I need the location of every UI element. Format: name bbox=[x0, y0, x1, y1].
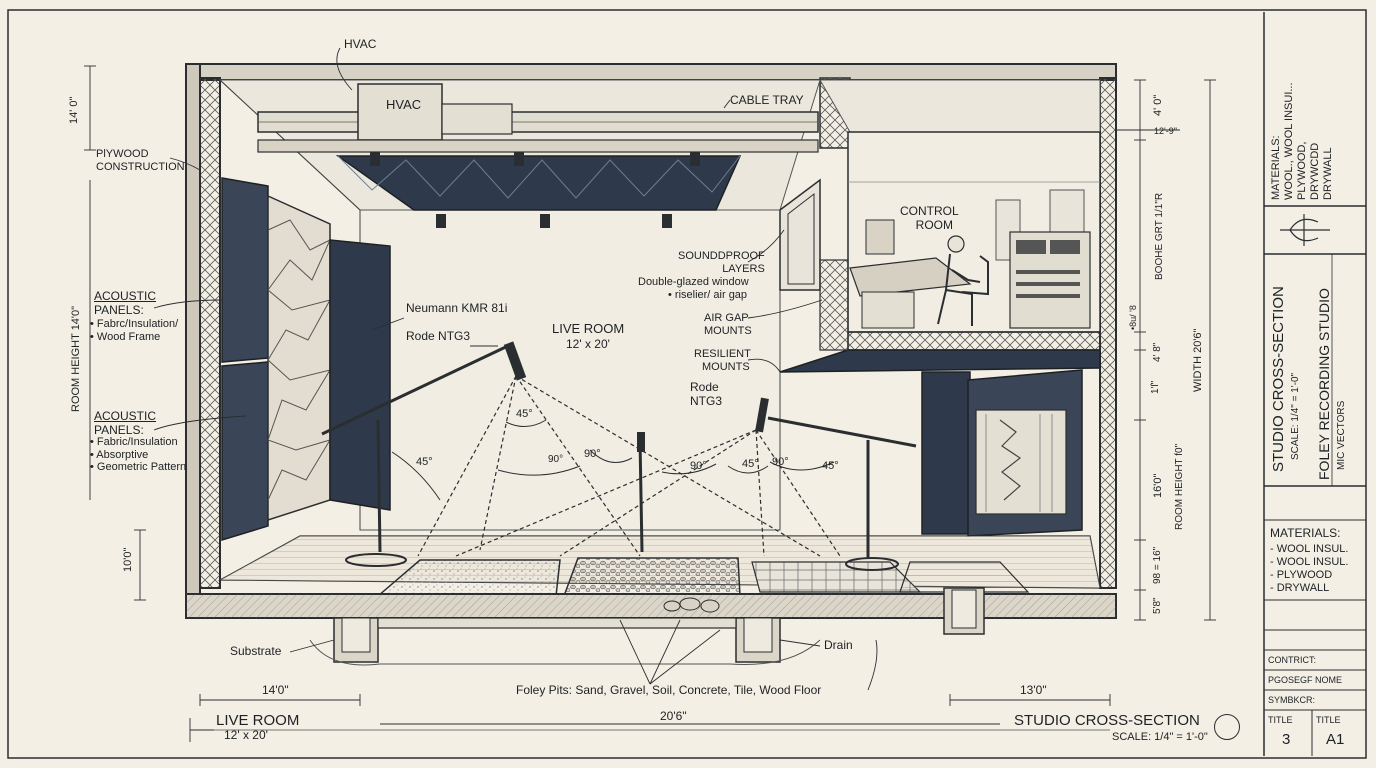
angle-label: 45° bbox=[822, 460, 839, 472]
hvac-callout: HVAC bbox=[344, 37, 377, 51]
acoustic-panels-1-items: • Fabrc/Insulation/• Wood Frame bbox=[90, 318, 179, 343]
angle-label: 45° bbox=[742, 458, 759, 470]
title-label-2: TITLE bbox=[1316, 715, 1341, 725]
dimension-room-height-right: ROOM HEIGHT f0" bbox=[1174, 443, 1185, 530]
dimension-5: 5'8" bbox=[1152, 597, 1163, 614]
cable-tray-label: CABLE TRAY bbox=[730, 93, 804, 107]
materials-vertical: MATERIALS: WOOL., WOOL INSUI... PLYWOOD,… bbox=[1270, 82, 1334, 200]
dimension-booth: BOOHE GRT 1/1"R bbox=[1154, 192, 1165, 280]
section-marker-icon bbox=[1214, 714, 1240, 740]
materials-item: - WOOL INSUL. bbox=[1270, 543, 1349, 555]
sheet-id: A1 bbox=[1326, 731, 1345, 748]
angle-label: 90° bbox=[690, 460, 707, 472]
angle-label: 90° bbox=[584, 448, 601, 460]
sheet-number: 3 bbox=[1282, 731, 1291, 748]
symbol-label: SYMBKCR: bbox=[1268, 695, 1316, 705]
north-arrow-icon bbox=[1280, 214, 1330, 246]
double-glazed-label: Double-glazed window bbox=[638, 276, 749, 288]
rode-left-label: Rode NTG3 bbox=[406, 329, 471, 343]
neumann-mic-label: Neumann KMR 81i bbox=[406, 301, 508, 315]
cross-section-title: STUDIO CROSS-SECTION bbox=[1014, 712, 1200, 729]
dimension-right-top: 4' 0" bbox=[1152, 94, 1164, 116]
live-room-title-size: 12' x 20' bbox=[224, 728, 268, 742]
materials-item: - DRYWALL bbox=[1270, 582, 1330, 594]
foley-title: FOLEY RECORDING STUDIO bbox=[1316, 288, 1332, 480]
dimension-right-label: 13'0" bbox=[1020, 683, 1047, 697]
materials-item: - WOOL INSUL. bbox=[1270, 556, 1349, 568]
angle-label: 90° bbox=[548, 454, 564, 465]
live-room-title: LIVE ROOM bbox=[216, 712, 300, 729]
dimension-16b: 98 = 16" bbox=[1152, 546, 1163, 584]
angle-label: 45° bbox=[516, 408, 533, 420]
studio-scale: SCALE: 1/4" = 1'-0" bbox=[1290, 372, 1301, 460]
contract-label: CONTRICT: bbox=[1268, 655, 1316, 665]
dimension-room-height: ROOM HEIGHT 14'0" bbox=[70, 305, 82, 412]
riselier-label: • riselier/ air gap bbox=[668, 289, 748, 301]
live-room-size: 12' x 20' bbox=[566, 337, 610, 351]
materials-item: - PLYWOOD bbox=[1270, 569, 1333, 581]
title-label-1: TITLE bbox=[1268, 715, 1293, 725]
materials-list: - WOOL INSUL. - WOOL INSUL. - PLYWOOD - … bbox=[1270, 543, 1348, 595]
acoustic-panels-2-items: • Fabric/Insulation• Absorptive• Geometr… bbox=[90, 436, 187, 474]
live-room-label: LIVE ROOM bbox=[552, 321, 625, 336]
materials-heading: MATERIALS: bbox=[1270, 526, 1341, 540]
hvac-box-label: HVAC bbox=[386, 97, 422, 112]
dimension-width: WIDTH 20'6" bbox=[1192, 328, 1204, 392]
cross-section-scale: SCALE: 1/4" = 1'-0" bbox=[1112, 731, 1208, 743]
angle-label: 45° bbox=[416, 456, 433, 468]
designer-label: PGOSEGF NOME bbox=[1268, 675, 1343, 685]
dimension-left-label: 14'0" bbox=[262, 683, 289, 697]
dimension-left-top: 14' 0" bbox=[68, 96, 80, 124]
dimension-1: 1'ſ" bbox=[1150, 380, 1161, 394]
dimension-total-label: 20'6" bbox=[660, 709, 687, 723]
studio-title: STUDIO CROSS-SECTION bbox=[1270, 286, 1287, 472]
angle-label: 90° bbox=[772, 456, 789, 468]
drain-label: Drain bbox=[824, 638, 853, 652]
dimension-16: 16'0" bbox=[1152, 473, 1164, 498]
dimension-left-bottom: 10'0" bbox=[122, 547, 134, 572]
foley-subtitle: MIC VECTORS bbox=[1336, 400, 1347, 470]
dimension-4: 4' 8" bbox=[1152, 342, 1163, 362]
substrate-label: Substrate bbox=[230, 644, 282, 658]
foley-pits-label: Foley Pits: Sand, Gravel, Soil, Concrete… bbox=[516, 683, 822, 697]
dimension-right-12: 12'-9" bbox=[1154, 126, 1177, 136]
dimension-bu: •8u/ '8 bbox=[1128, 305, 1138, 330]
